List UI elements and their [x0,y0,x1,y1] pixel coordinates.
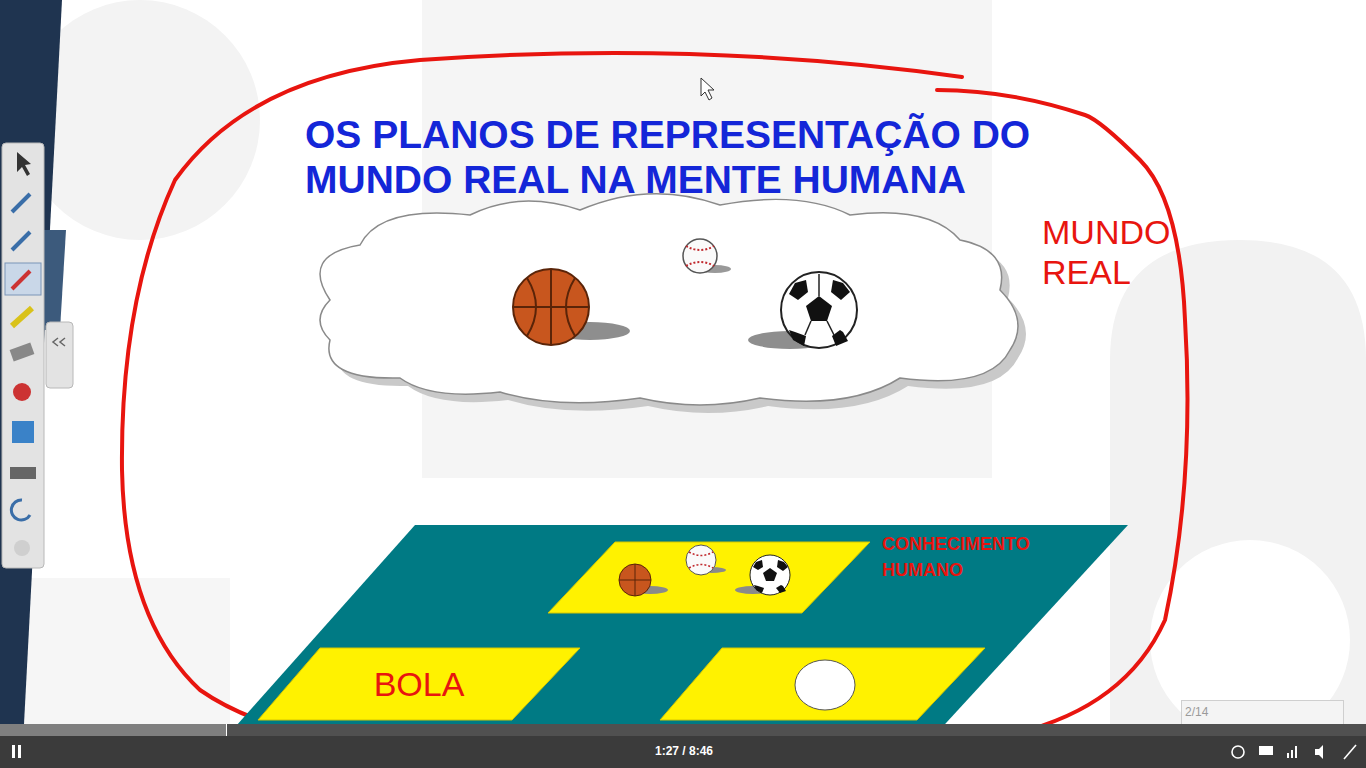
plane-label: CONHECIMENTO HUMANO [882,531,1082,583]
word-label: BOLA [374,664,465,704]
handwritten-label: MUNDO REAL [1042,212,1187,292]
video-time: 1:27 / 8:46 [655,743,713,759]
page-counter: 2/14 [1181,700,1344,724]
knowledge-plane: CONHECIMENTO HUMANO BOLA [228,525,1128,735]
word-card: BOLA [258,648,580,720]
page-counter-text: 2/14 [1185,704,1208,720]
slide-title: OS PLANOS DE REPRESENTAÇÃO DO MUNDO REAL… [305,112,1095,202]
